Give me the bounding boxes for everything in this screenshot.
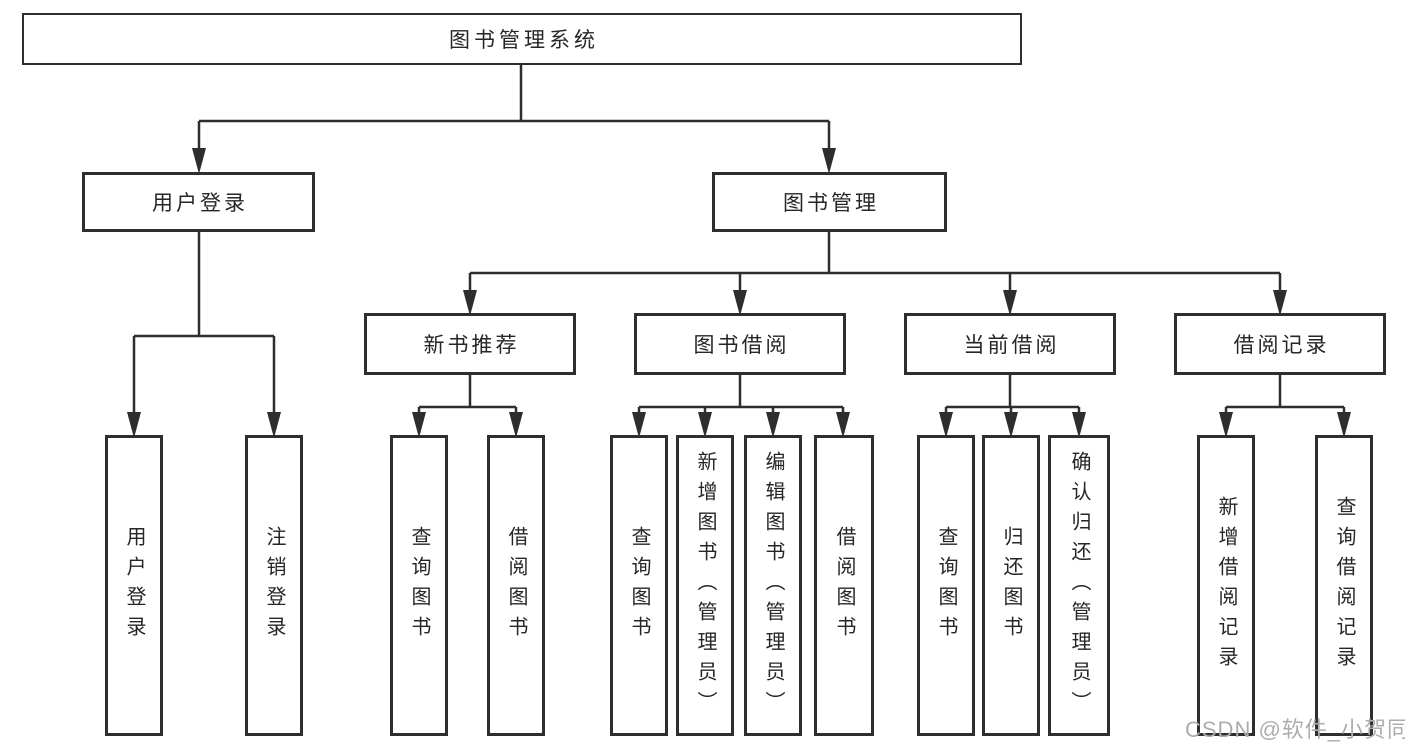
- leaf-add-books-admin: 新增图书（管理员）: [676, 435, 734, 736]
- leaf-label: 编辑图书（管理员）: [762, 450, 784, 721]
- node-new-book-recommend: 新书推荐: [364, 313, 576, 375]
- node-current-borrow: 当前借阅: [904, 313, 1116, 375]
- leaf-query-books-borrow: 查询图书: [610, 435, 668, 736]
- leaf-label: 查询图书: [408, 525, 430, 646]
- leaf-label: 确认归还（管理员）: [1068, 450, 1090, 721]
- arrow-down-icons: [127, 148, 1351, 438]
- leaf-label: 查询图书: [628, 525, 650, 646]
- leaf-label: 查询借阅记录: [1333, 495, 1355, 676]
- leaf-return-books: 归还图书: [982, 435, 1040, 736]
- leaf-label: 新增借阅记录: [1215, 495, 1237, 676]
- node-book-management: 图书管理: [712, 172, 947, 232]
- leaf-label: 注销登录: [263, 525, 285, 646]
- leaf-borrow-books: 借阅图书: [814, 435, 874, 736]
- leaf-label: 用户登录: [123, 525, 145, 646]
- leaf-label: 借阅图书: [833, 525, 855, 646]
- node-system-root: 图书管理系统: [22, 13, 1022, 65]
- node-user-login: 用户登录: [82, 172, 315, 232]
- leaf-query-borrow-record: 查询借阅记录: [1315, 435, 1373, 736]
- leaf-label: 查询图书: [935, 525, 957, 646]
- node-borrow-records: 借阅记录: [1174, 313, 1386, 375]
- leaf-edit-books-admin: 编辑图书（管理员）: [744, 435, 802, 736]
- leaf-query-books-recommend: 查询图书: [390, 435, 448, 736]
- csdn-watermark: CSDN @软件_小贺同学: [1185, 717, 1405, 742]
- leaf-label: 新增图书（管理员）: [694, 450, 716, 721]
- leaf-add-borrow-record: 新增借阅记录: [1197, 435, 1255, 736]
- leaf-confirm-return-admin: 确认归还（管理员）: [1048, 435, 1110, 736]
- leaf-label: 借阅图书: [505, 525, 527, 646]
- leaf-user-login: 用户登录: [105, 435, 163, 736]
- leaf-borrow-books-recommend: 借阅图书: [487, 435, 545, 736]
- node-book-borrow: 图书借阅: [634, 313, 846, 375]
- leaf-label: 归还图书: [1000, 525, 1022, 646]
- leaf-logout: 注销登录: [245, 435, 303, 736]
- leaf-query-books-current: 查询图书: [917, 435, 975, 736]
